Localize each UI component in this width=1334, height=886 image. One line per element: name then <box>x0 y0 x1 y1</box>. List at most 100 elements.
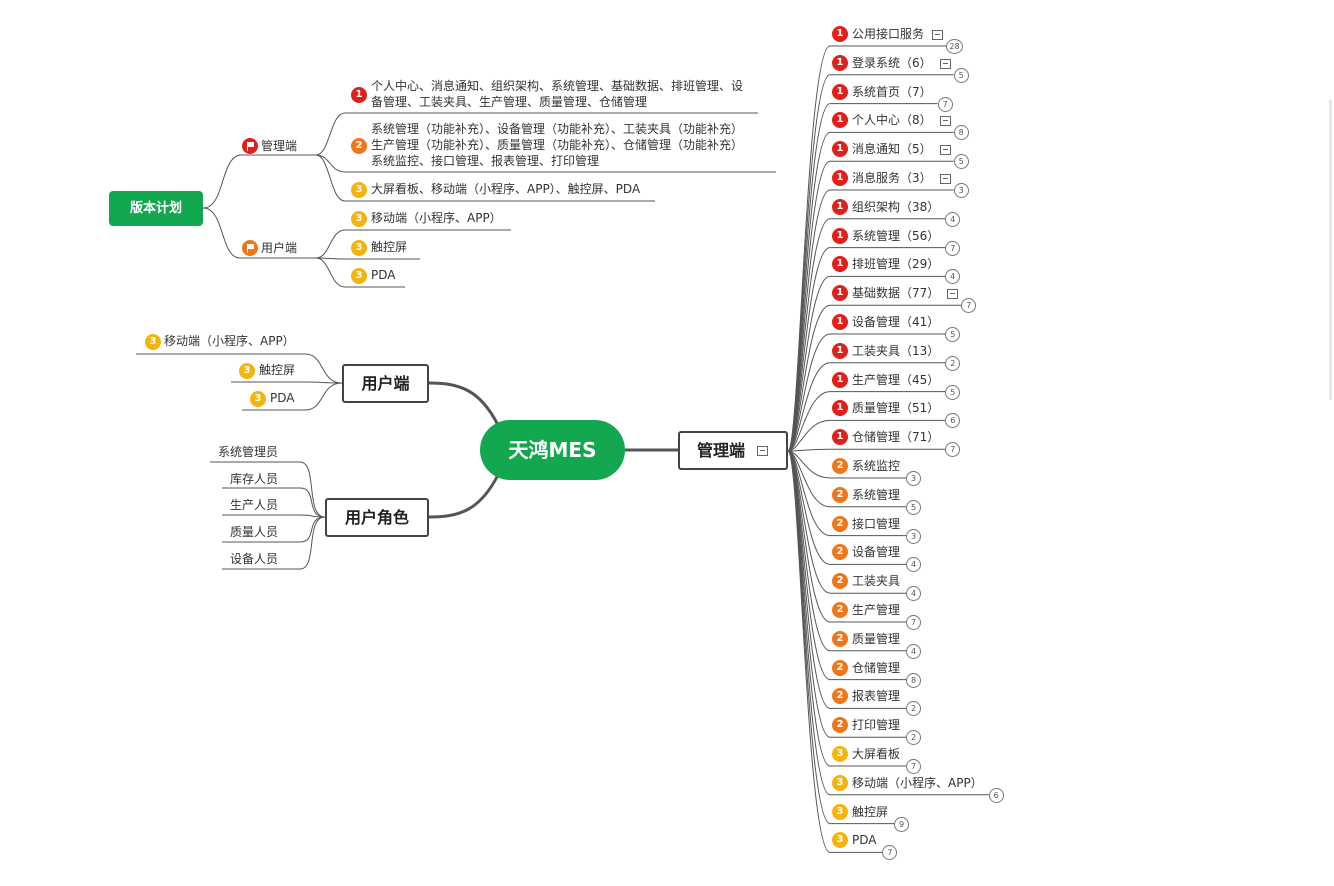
admin-item[interactable]: 个人中心（8） <box>852 113 932 128</box>
child-count-badge[interactable]: 2 <box>906 701 921 717</box>
version-admin-item-2-line-3[interactable]: 系统监控、接口管理、报表管理、打印管理 <box>371 154 600 168</box>
priority-badge-icon: 1 <box>832 54 848 71</box>
child-count-badge[interactable]: 7 <box>945 442 961 458</box>
admin-item[interactable]: 报表管理 <box>852 689 901 704</box>
note-icon[interactable] <box>757 446 768 456</box>
child-count-badge[interactable]: 4 <box>945 269 961 285</box>
child-count-badge[interactable]: 2 <box>906 730 921 746</box>
child-count-badge[interactable]: 6 <box>988 787 1004 803</box>
version-user-item-1[interactable]: 移动端（小程序、APP） <box>371 211 502 225</box>
child-count-badge[interactable]: 2 <box>945 355 961 371</box>
child-count-badge[interactable]: 7 <box>945 240 961 256</box>
role-item[interactable]: 设备人员 <box>230 552 279 566</box>
priority-badge-icon: 3 <box>832 832 848 849</box>
admin-item[interactable]: 系统管理 <box>852 487 901 502</box>
version-user-item-3[interactable]: PDA <box>371 268 396 282</box>
admin-item[interactable]: 质量管理 <box>852 631 901 646</box>
admin-item[interactable]: 质量管理（51） <box>852 401 940 416</box>
admin-item[interactable]: 登录系统（6） <box>852 55 932 70</box>
admin-item[interactable]: PDA <box>852 833 877 848</box>
admin-item[interactable]: 系统管理（56） <box>852 228 940 243</box>
child-count-badge[interactable]: 7 <box>906 615 921 630</box>
version-branch-user[interactable]: 用户端 <box>261 241 298 255</box>
role-item[interactable]: 系统管理员 <box>218 445 279 459</box>
flag-icon <box>242 240 258 256</box>
admin-item[interactable]: 消息服务（3） <box>852 171 932 185</box>
version-admin-item-2-line-2[interactable]: 生产管理（功能补充）、质量管理（功能补充）、仓储管理（功能补充） <box>371 138 744 152</box>
version-plan-node[interactable]: 版本计划 <box>109 191 203 226</box>
child-count-badge[interactable]: 6 <box>945 413 961 429</box>
priority-badge-icon: 3 <box>351 268 367 284</box>
admin-item[interactable]: 触控屏 <box>852 804 889 819</box>
note-icon[interactable] <box>939 116 951 127</box>
version-admin-item-1-line-2[interactable]: 备管理、工装夹具、生产管理、质量管理、仓储管理 <box>371 95 648 109</box>
note-icon[interactable] <box>932 30 943 40</box>
priority-badge-icon: 1 <box>832 227 848 244</box>
admin-item[interactable]: 接口管理 <box>852 516 901 531</box>
admin-end-node[interactable]: 管理端 <box>678 431 788 470</box>
child-count-badge[interactable]: 5 <box>953 67 969 83</box>
child-count-badge[interactable]: 4 <box>906 557 921 573</box>
child-count-badge[interactable]: 4 <box>945 211 961 227</box>
child-count-badge[interactable]: 4 <box>906 643 921 659</box>
child-count-badge[interactable]: 3 <box>906 471 921 486</box>
admin-item[interactable]: 打印管理 <box>852 718 901 733</box>
child-count-badge[interactable]: 7 <box>882 845 898 861</box>
user-end-item-touch[interactable]: 触控屏 <box>259 363 296 377</box>
child-count-badge[interactable]: 5 <box>945 327 961 342</box>
version-admin-item-2-line-1[interactable]: 系统管理（功能补充）、设备管理（功能补充）、工装夹具（功能补充） <box>371 122 744 136</box>
user-roles-node[interactable]: 用户角色 <box>325 498 429 537</box>
user-end-item-mobile[interactable]: 移动端（小程序、APP） <box>164 334 295 348</box>
user-end-item-pda[interactable]: PDA <box>270 391 295 405</box>
version-admin-item-3[interactable]: 大屏看板、移动端（小程序、APP）、触控屏、PDA <box>371 182 641 196</box>
central-topic[interactable]: 天鸿MES <box>480 420 625 480</box>
note-icon[interactable] <box>947 289 959 300</box>
note-icon[interactable] <box>939 174 951 184</box>
child-count-badge[interactable]: 8 <box>906 672 921 688</box>
child-count-badge[interactable]: 9 <box>894 816 909 832</box>
scrollbar[interactable] <box>1329 100 1332 400</box>
role-item[interactable]: 质量人员 <box>230 525 279 539</box>
admin-item[interactable]: 消息通知（5） <box>852 142 932 157</box>
admin-item[interactable]: 系统首页（7） <box>852 84 932 99</box>
role-item[interactable]: 生产人员 <box>230 498 279 512</box>
admin-item[interactable]: 移动端（小程序、APP） <box>852 775 983 790</box>
priority-badge-icon: 1 <box>832 371 848 388</box>
admin-item[interactable]: 工装夹具 <box>852 574 901 589</box>
role-item[interactable]: 库存人员 <box>230 472 279 486</box>
version-branch-admin[interactable]: 管理端 <box>261 139 298 153</box>
admin-item[interactable]: 生产管理 <box>852 603 901 617</box>
admin-item[interactable]: 大屏看板 <box>852 747 901 761</box>
child-count-badge[interactable]: 7 <box>937 96 953 112</box>
admin-item[interactable]: 仓储管理 <box>852 660 901 675</box>
admin-item[interactable]: 排班管理（29） <box>852 257 940 272</box>
connector-line <box>315 229 511 259</box>
admin-item[interactable]: 仓储管理（71） <box>852 430 940 445</box>
child-count-badge[interactable]: 28 <box>946 39 963 54</box>
child-count-badge[interactable]: 7 <box>961 298 977 314</box>
admin-item[interactable]: 设备管理 <box>852 545 901 560</box>
connector-line <box>202 154 316 209</box>
note-icon[interactable] <box>939 145 951 156</box>
child-count-badge[interactable]: 5 <box>906 499 921 515</box>
child-count-badge[interactable]: 3 <box>906 528 921 544</box>
child-count-badge[interactable]: 8 <box>953 125 969 141</box>
admin-item[interactable]: 组织架构（38） <box>852 199 940 214</box>
child-count-badge[interactable]: 5 <box>953 154 969 170</box>
admin-item[interactable]: 公用接口服务 <box>852 27 925 41</box>
admin-item[interactable]: 系统监控 <box>852 459 901 473</box>
version-user-item-2[interactable]: 触控屏 <box>371 240 408 254</box>
admin-item[interactable]: 基础数据（77） <box>852 286 940 301</box>
child-count-badge[interactable]: 5 <box>945 384 961 400</box>
admin-item[interactable]: 设备管理（41） <box>852 315 940 329</box>
child-count-badge[interactable]: 4 <box>906 586 921 602</box>
version-admin-item-1-line-1[interactable]: 个人中心、消息通知、组织架构、系统管理、基础数据、排班管理、设 <box>371 79 744 93</box>
admin-item[interactable]: 工装夹具（13） <box>852 343 940 358</box>
child-count-badge[interactable]: 3 <box>953 183 969 198</box>
child-count-badge[interactable]: 7 <box>906 759 921 774</box>
priority-badge-icon: 1 <box>832 198 848 215</box>
admin-item[interactable]: 生产管理（45） <box>852 372 940 387</box>
note-icon[interactable] <box>939 58 951 69</box>
user-end-node[interactable]: 用户端 <box>342 364 429 403</box>
